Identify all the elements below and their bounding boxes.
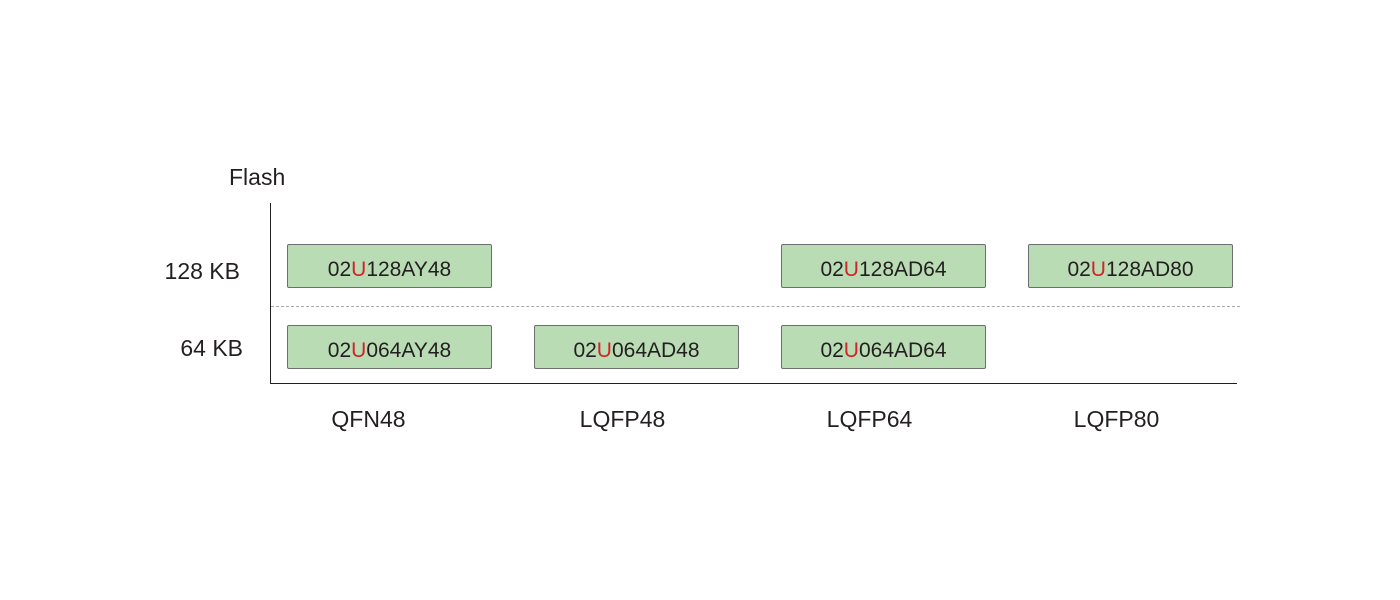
part-highlight: U (351, 339, 367, 362)
part-suffix: 064AD64 (858, 339, 947, 362)
part-highlight: U (1090, 258, 1106, 281)
x-label-lqfp80: LQFP80 (1073, 406, 1160, 432)
part-suffix: 064AD48 (611, 339, 700, 362)
part-prefix: 02 (820, 339, 844, 362)
part-highlight: U (843, 258, 859, 281)
part-prefix: 02 (573, 339, 597, 362)
part-suffix: 128AD64 (858, 258, 947, 281)
x-label-lqfp48: LQFP48 (579, 406, 666, 432)
y-label-64kb: 64 KB (180, 335, 243, 361)
part-prefix: 02 (820, 258, 844, 281)
part-suffix: 128AD80 (1105, 258, 1194, 281)
part-highlight: U (843, 339, 859, 362)
part-prefix: 02 (1067, 258, 1091, 281)
x-label-lqfp64: LQFP64 (826, 406, 913, 432)
part-highlight: U (596, 339, 612, 362)
part-suffix: 128AY48 (366, 258, 452, 281)
flash-divider-line (271, 306, 1240, 307)
y-axis-line (270, 203, 271, 384)
part-prefix: 02 (327, 258, 352, 281)
part-highlight: U (351, 258, 367, 281)
x-label-qfn48: QFN48 (331, 406, 406, 432)
part-suffix: 064AY48 (366, 339, 452, 362)
y-label-128kb: 128 KB (164, 258, 240, 284)
y-axis-title: Flash (229, 164, 286, 190)
part-prefix: 02 (327, 339, 352, 362)
x-axis-line (270, 383, 1237, 384)
